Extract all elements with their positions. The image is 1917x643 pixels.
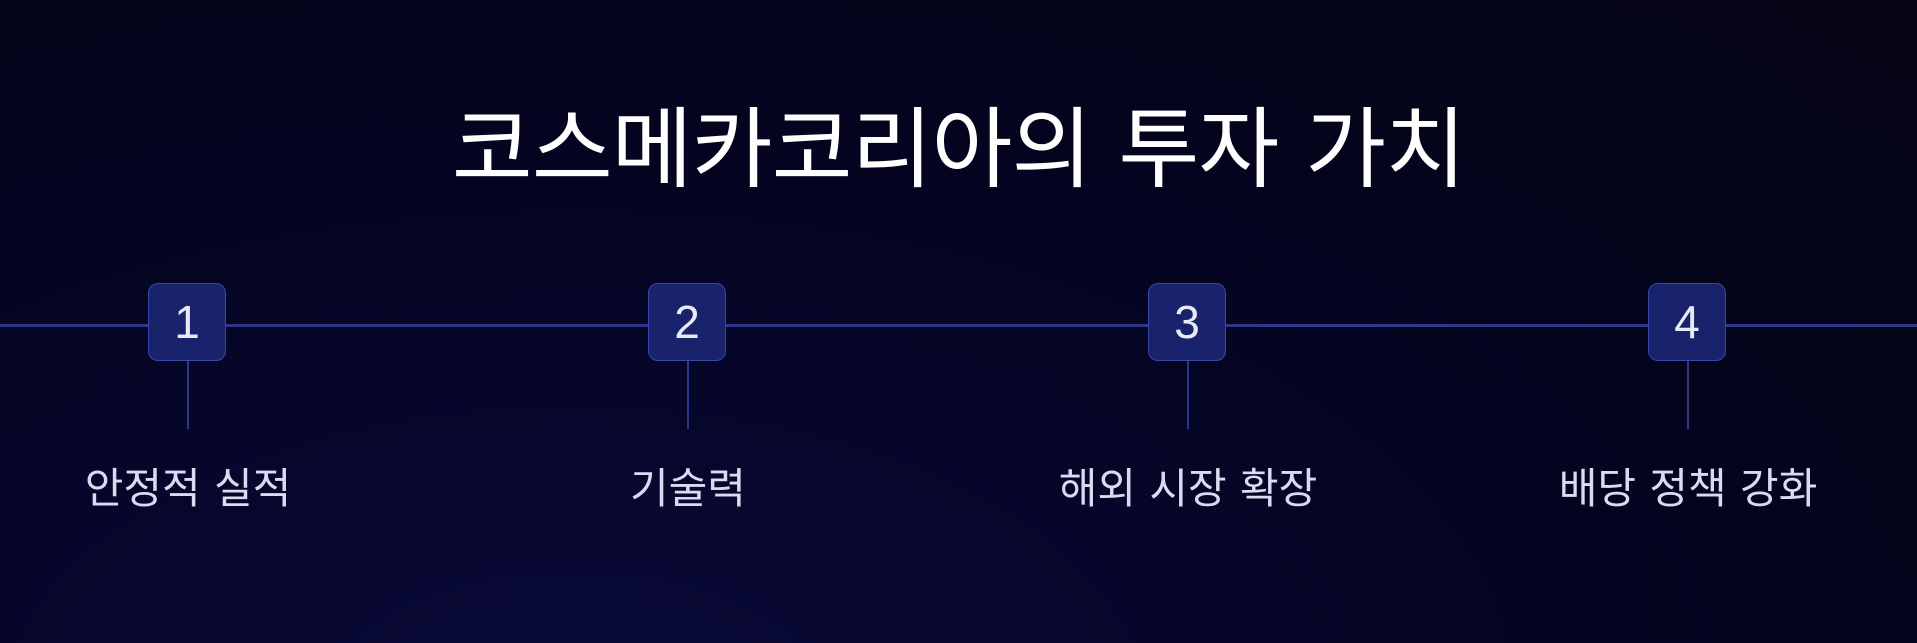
- step-connector: [1187, 361, 1189, 429]
- step-label: 안정적 실적: [84, 464, 292, 513]
- timeline-step-3: 3 해외 시장 확장: [988, 283, 1388, 543]
- step-label: 해외 시장 확장: [1058, 464, 1318, 513]
- step-connector: [1687, 361, 1689, 429]
- timeline-step-4: 4 배당 정책 강화: [1488, 283, 1888, 543]
- timeline-step-2: 2 기술력: [488, 283, 888, 543]
- timeline-step-1: 1 안정적 실적: [0, 283, 388, 543]
- step-number-badge: 4: [1648, 283, 1726, 361]
- step-connector: [687, 361, 689, 429]
- step-number-badge: 3: [1148, 283, 1226, 361]
- step-label: 기술력: [630, 464, 746, 513]
- step-label: 배당 정책 강화: [1558, 464, 1818, 513]
- timeline-line: [0, 324, 1917, 327]
- step-number-badge: 2: [648, 283, 726, 361]
- step-connector: [187, 361, 189, 429]
- slide-title: 코스메카코리아의 투자 가치: [451, 98, 1466, 201]
- step-number-badge: 1: [148, 283, 226, 361]
